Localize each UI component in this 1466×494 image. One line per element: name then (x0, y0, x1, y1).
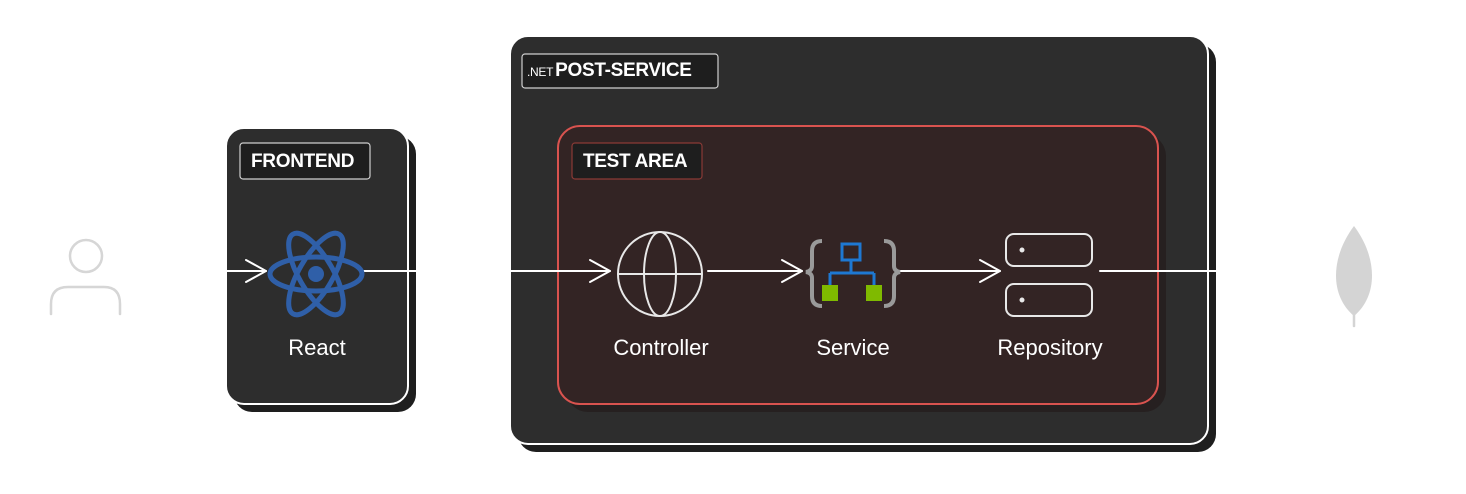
test-area-tag-box (571, 142, 703, 180)
service-label: Service (816, 335, 890, 360)
post-service-tag-box (521, 53, 719, 89)
arrowhead-repository (979, 259, 1001, 283)
mongodb-leaf-icon (1336, 226, 1372, 328)
network-braces-icon (805, 239, 901, 308)
react-label: React (288, 335, 346, 360)
test-area-tag: TEST AREA (583, 151, 688, 172)
database-stack-icon (1005, 233, 1093, 317)
frontend-tag: FRONTEND (251, 151, 355, 172)
arrowhead-service (781, 259, 803, 283)
frontend-tag-box (239, 142, 371, 180)
frontend-box (225, 127, 416, 412)
user-icon (49, 238, 122, 316)
controller-label: Controller (613, 335, 709, 360)
arrowhead-react (245, 259, 267, 283)
react-icon (267, 230, 365, 318)
post-service-name: POST-SERVICE (555, 60, 692, 81)
repository-label: Repository (997, 335, 1103, 360)
dotnet-label: .NET (527, 65, 554, 79)
arrowhead-controller (589, 259, 611, 283)
globe-icon (617, 231, 703, 317)
